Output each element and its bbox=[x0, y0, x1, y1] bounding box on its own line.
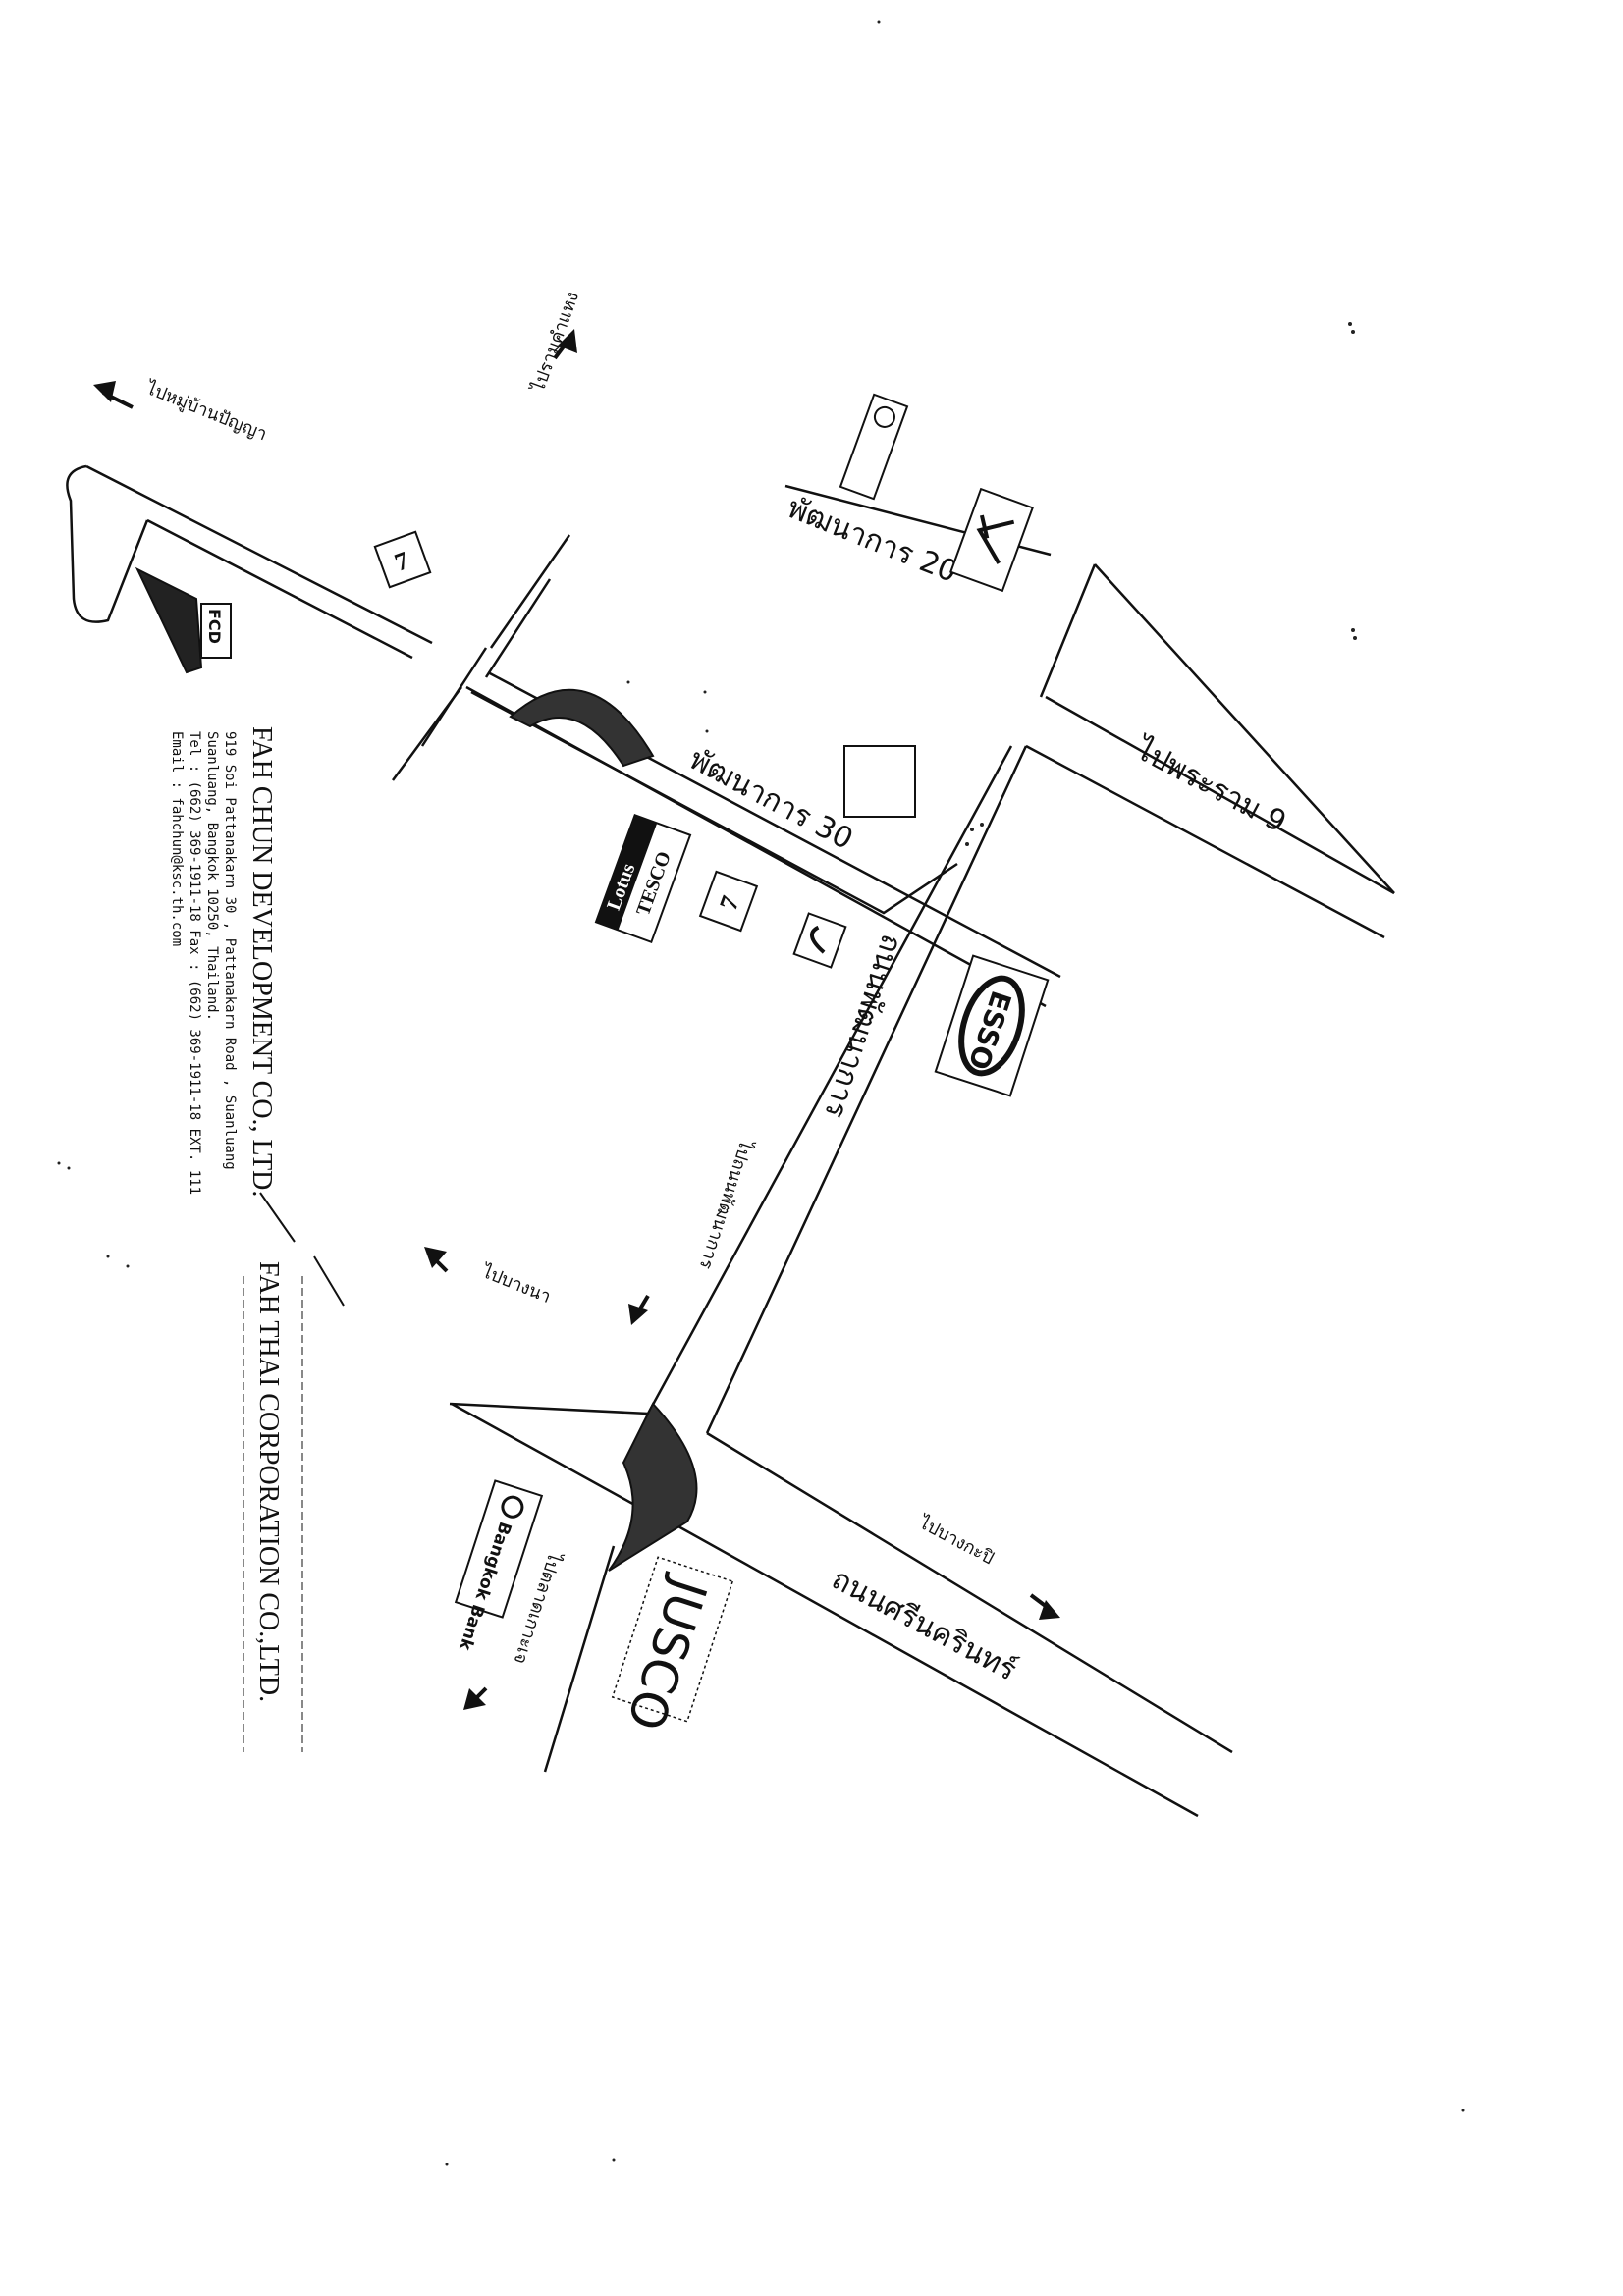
scan-noise bbox=[57, 20, 1465, 2166]
label-to-bangkapi: ไปบางกะปิ bbox=[914, 1511, 998, 1569]
road-soi30-right bbox=[420, 647, 488, 747]
building-block-square bbox=[843, 745, 916, 818]
name-divider-2 bbox=[313, 1255, 345, 1307]
label-soi30: พัฒนาการ 30 bbox=[683, 742, 858, 857]
road-srinakarin-left-lower bbox=[543, 1545, 616, 1773]
company-logo: FCD bbox=[135, 566, 232, 674]
label-to-pattanakarn-soi: ไปถนนพัฒนาการ bbox=[695, 1136, 758, 1272]
name-divider bbox=[259, 1192, 296, 1243]
road-soi20-lower-edge bbox=[1094, 563, 1395, 894]
road-srinakarin-lower-edge bbox=[642, 1505, 1199, 1818]
road-rama9-lower-edge bbox=[1025, 744, 1385, 939]
company-name-primary: FAH CHUN DEVELOPMENT CO., LTD. bbox=[246, 726, 277, 1197]
label-to-panya: ไปหมู่บ้านปัญญา bbox=[141, 376, 270, 445]
company-phone-line: Tel : (662) 369-1911-18 Fax : (662) 369-… bbox=[187, 731, 202, 1195]
jusco-store: JUSCO bbox=[611, 1556, 734, 1736]
label-to-rama9: ไปพระราม 9 bbox=[1128, 730, 1292, 839]
arrow-to-pattanakarn-soi bbox=[628, 1294, 650, 1325]
label-to-bangna: ไปบางนา bbox=[477, 1259, 554, 1308]
tesco-lotus-store: Lotus TESCO bbox=[594, 813, 692, 944]
shop-logo-small bbox=[792, 912, 847, 969]
company-address-line1: 919 Soi Pattanakarn 30 , Pattanakarn Roa… bbox=[222, 731, 238, 1170]
bank-sign-upper-right bbox=[949, 487, 1034, 593]
road-soi30-block bbox=[470, 690, 958, 915]
company-email-line: Email : fahchun@ksc.th.com bbox=[169, 731, 185, 946]
road-pattanakarn-left-edge bbox=[646, 745, 1013, 1415]
flyover-lower bbox=[608, 1402, 698, 1572]
seven-eleven-store-upper: 7 bbox=[373, 530, 432, 589]
esso-station: ESSO bbox=[934, 954, 1050, 1097]
label-soi20: พัฒนาการ 20 bbox=[783, 491, 962, 590]
road-pattanakarn-right-edge bbox=[705, 563, 1097, 1434]
svg-text:FCD: FCD bbox=[205, 609, 224, 644]
company-name-secondary: FAH THAI CORPORATION CO.,LTD. bbox=[253, 1261, 284, 1702]
road-bangna-upper bbox=[451, 1402, 639, 1509]
road-panya-cap bbox=[66, 464, 149, 623]
road-ramkhamhaeng-edge-a bbox=[484, 578, 552, 678]
road-srinakarin-left-upper bbox=[449, 1402, 649, 1415]
arrow-to-bangkapi bbox=[1029, 1593, 1060, 1620]
store-small-upper-right bbox=[839, 393, 909, 501]
arrow-to-ramkhamhaeng bbox=[553, 329, 577, 360]
arrow-to-market bbox=[463, 1686, 488, 1710]
company-address-line2: Suanluang, Bangkok 10250, Thailand. bbox=[204, 731, 220, 1021]
road-rama9-upper-edge bbox=[1045, 695, 1395, 895]
arrow-to-panya bbox=[93, 381, 134, 409]
road-srinakarin-upper-edge bbox=[706, 1431, 1233, 1754]
seven-eleven-store-lower: 7 bbox=[698, 870, 759, 933]
arrow-to-bangna bbox=[424, 1247, 449, 1273]
flyover-upper bbox=[509, 688, 655, 768]
road-ramkhamhaeng-edge-b bbox=[489, 534, 571, 649]
